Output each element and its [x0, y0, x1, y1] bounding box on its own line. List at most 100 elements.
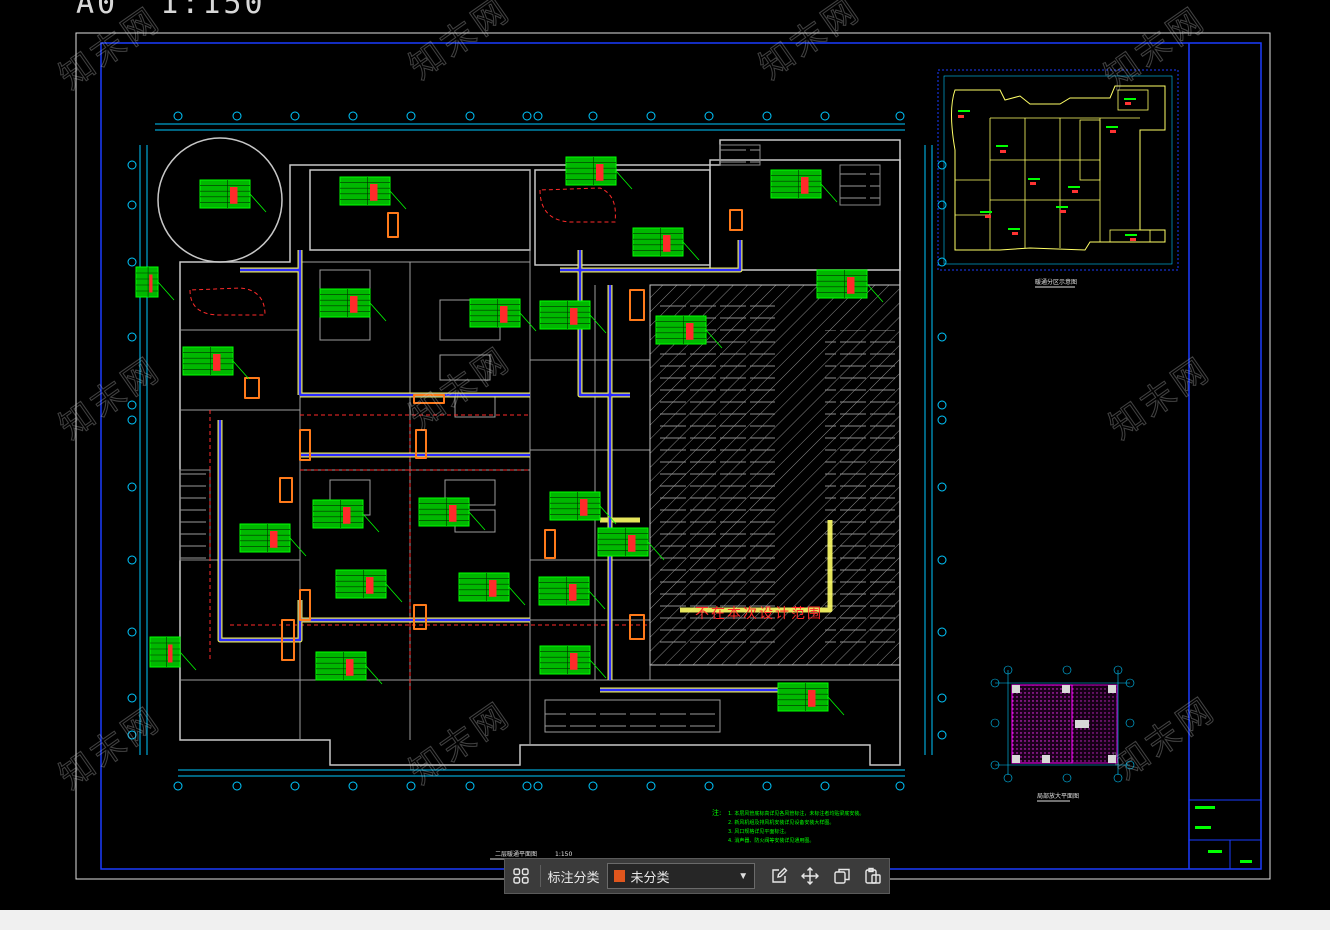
- equipment-tag: [339, 176, 407, 210]
- equipment-tag: [149, 636, 197, 671]
- axis-bubble: [173, 781, 183, 791]
- axis-bubble: [937, 200, 947, 210]
- axis-bubble: [127, 400, 137, 410]
- watermark: 知末网: [402, 339, 518, 437]
- axis-bubble: [704, 111, 714, 121]
- axis-bubble: [232, 781, 242, 791]
- equipment-tag: [539, 300, 607, 334]
- axis-bubble: [704, 781, 714, 791]
- key-plan-title: 暖通分区示意图: [1035, 278, 1077, 286]
- axis-bubbles: [127, 111, 947, 791]
- key-plan: 暖通分区示意图: [937, 69, 1179, 288]
- category-value: 未分类: [630, 869, 670, 885]
- main-plan-title: 二层暖通平面图: [495, 850, 537, 858]
- axis-bubble: [533, 111, 543, 121]
- equipment-tag: [315, 651, 383, 685]
- watermarks: 知末网知末网知末网知末网知末网知末网知末网知末网知末网知末网: [52, 0, 1224, 798]
- axis-bubble: [127, 730, 137, 740]
- scale-label: A0 1:150: [76, 0, 266, 21]
- axis-bubble: [937, 400, 947, 410]
- equipment-tag: [199, 179, 267, 213]
- axis-bubble: [646, 111, 656, 121]
- axis-bubble: [127, 482, 137, 492]
- move-icon[interactable]: [795, 859, 826, 893]
- axis-bubble: [173, 111, 183, 121]
- axis-bubble: [937, 332, 947, 342]
- axis-bubble: [406, 111, 416, 121]
- axis-bubble: [127, 555, 137, 565]
- chevron-down-icon: ▼: [738, 870, 749, 882]
- equipment-tag: [655, 315, 723, 349]
- copy-icon[interactable]: [826, 859, 857, 893]
- auditorium-zone: [179, 144, 901, 730]
- category-color-swatch: [614, 870, 626, 882]
- axis-bubble: [127, 627, 137, 637]
- notes-title: 注:: [712, 808, 721, 817]
- axis-bubble: [127, 415, 137, 425]
- watermark: 知末网: [1102, 349, 1218, 447]
- equipment-tag: [565, 156, 633, 190]
- axis-bubble: [762, 111, 772, 121]
- paste-icon[interactable]: [858, 859, 889, 893]
- general-notes: 注: 1. 本层风管底标高详见各风管标注，未标注者均贴梁底安装。 2. 新风机组…: [712, 808, 864, 844]
- detail-plan: 局部放大平面图: [990, 665, 1135, 802]
- axis-bubble: [533, 781, 543, 791]
- equipment-tag: [539, 645, 607, 679]
- drawing-canvas[interactable]: A0 1:150: [0, 0, 1330, 910]
- axis-bubble: [232, 111, 242, 121]
- axis-bubble: [820, 111, 830, 121]
- edit-note-icon[interactable]: [763, 859, 794, 893]
- equipment-tag: [597, 527, 665, 561]
- axis-bubble: [762, 781, 772, 791]
- axis-bubble: [522, 111, 532, 121]
- watermark: 知末网: [402, 694, 518, 792]
- axis-grid: [139, 123, 933, 777]
- watermark: 知末网: [52, 349, 168, 447]
- axis-bubble: [588, 111, 598, 121]
- axis-bubble: [348, 781, 358, 791]
- axis-bubble: [127, 693, 137, 703]
- note-line: 4. 消声器、防火阀等安装详见通用图。: [728, 837, 814, 844]
- title-block: [1189, 799, 1261, 869]
- watermark: 知末网: [1107, 689, 1223, 787]
- axis-bubble: [937, 415, 947, 425]
- watermark: 知末网: [52, 0, 168, 97]
- note-line: 1. 本层风管底标高详见各风管标注，未标注者均贴梁底安装。: [728, 810, 864, 817]
- equipment-tags: [135, 156, 884, 716]
- note-line: 2. 新风机组及排风机安装详见设备安装大样图。: [728, 819, 834, 826]
- equipment-tag: [777, 682, 845, 716]
- equipment-tag: [335, 569, 403, 603]
- main-plan-scale: 1:150: [555, 851, 572, 858]
- axis-bubble: [465, 111, 475, 121]
- axis-bubble: [127, 332, 137, 342]
- hatched-area-note: 不在本次设计范围: [695, 605, 823, 622]
- category-label: 标注分类: [547, 869, 600, 885]
- category-select[interactable]: 未分类 ▼: [607, 863, 756, 889]
- equipment-tag: [632, 227, 700, 261]
- axis-bubble: [937, 482, 947, 492]
- toolbar-separator: [540, 865, 542, 887]
- grid-menu-icon[interactable]: [505, 859, 536, 893]
- axis-bubble: [646, 781, 656, 791]
- axis-bubble: [127, 160, 137, 170]
- axis-bubble: [290, 781, 300, 791]
- axis-bubble: [937, 627, 947, 637]
- axis-bubble: [895, 111, 905, 121]
- axis-bubble: [937, 257, 947, 267]
- equipment-tag: [469, 298, 537, 332]
- axis-bubble: [895, 781, 905, 791]
- axis-bubble: [820, 781, 830, 791]
- axis-bubble: [290, 111, 300, 121]
- detail-plan-title: 局部放大平面图: [1037, 792, 1079, 800]
- axis-bubble: [522, 781, 532, 791]
- axis-bubble: [465, 781, 475, 791]
- watermark: 知末网: [52, 699, 168, 797]
- axis-bubble: [937, 730, 947, 740]
- equipment-tag: [312, 499, 380, 533]
- axis-bubble: [127, 200, 137, 210]
- equipment-tag: [135, 266, 175, 301]
- annotation-toolbar: 标注分类 未分类 ▼: [504, 858, 890, 894]
- equipment-tag: [418, 497, 486, 531]
- axis-bubble: [348, 111, 358, 121]
- equipment-tag: [770, 169, 838, 203]
